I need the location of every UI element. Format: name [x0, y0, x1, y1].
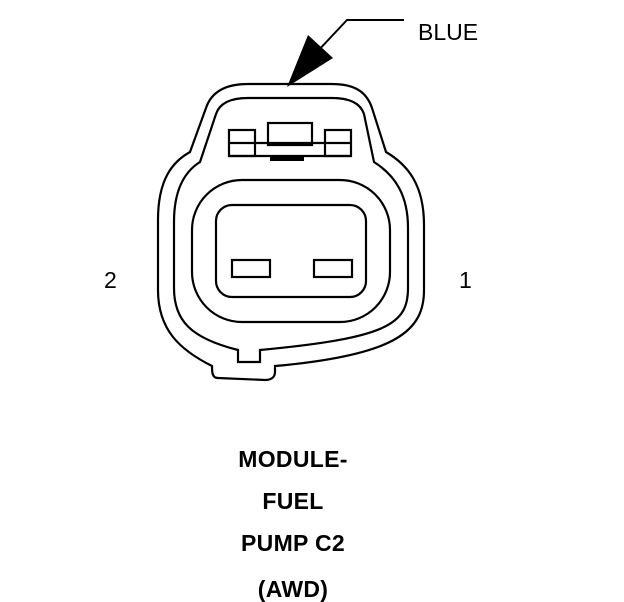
caption-line-4: (AWD) — [257, 576, 329, 602]
connector-body — [156, 82, 426, 382]
wire-color-label: BLUE — [418, 19, 478, 45]
terminal-pin-2 — [230, 258, 272, 279]
connector-cavity — [190, 178, 392, 324]
terminal-pin-1 — [312, 258, 354, 279]
leader-arrow — [287, 19, 404, 87]
caption-line-2: FUEL — [262, 488, 324, 514]
connector-latch — [227, 121, 353, 158]
pin-label-2: 2 — [104, 267, 117, 293]
caption-line-3: PUMP C2 — [241, 530, 345, 556]
caption-line-1: MODULE- — [238, 446, 348, 472]
latch-key — [270, 157, 304, 161]
pin-label-1: 1 — [459, 267, 472, 293]
